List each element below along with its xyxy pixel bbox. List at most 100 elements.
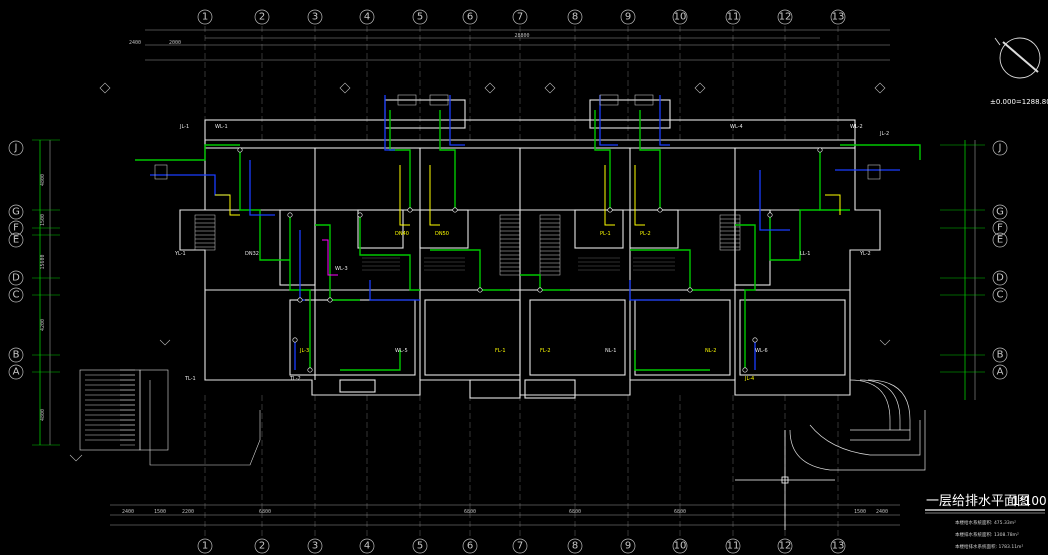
axis-label-left: A: [13, 367, 20, 378]
pipe-tag-label: DN32: [245, 251, 259, 257]
axis-label-left: D: [12, 273, 20, 284]
axis-label-bottom: 10: [674, 541, 687, 552]
note-2: 本楼排水系统面积: 1308.78m²: [955, 531, 1019, 538]
axis-label-right: C: [997, 290, 1004, 301]
axis-label-top: 13: [832, 12, 845, 23]
fixture-symbols: [69, 82, 891, 462]
axis-bubble-icon: [992, 220, 1008, 236]
north-arrow-icon: [994, 37, 1041, 79]
dim-bottom-5: 6800: [464, 509, 476, 515]
pipe-tag-label: JL-1: [179, 124, 189, 130]
dim-bottom-6: 6800: [569, 509, 581, 515]
axis-label-right: G: [996, 207, 1004, 218]
note-1: 本楼给水系统面积: 475.33m²: [955, 519, 1016, 526]
axis-bubble-icon: [8, 347, 24, 363]
axis-bubble-icon: [8, 364, 24, 380]
axis-bubble-icon: [8, 204, 24, 220]
axis-bubble-icon: [8, 287, 24, 303]
stair-icon: [85, 214, 741, 446]
axis-bubble-icon: [830, 9, 846, 25]
axis-label-top: 12: [779, 12, 792, 23]
pipe-tag-label: PL-2: [640, 231, 651, 237]
axis-bubble-icon: [777, 538, 793, 554]
top-dimension-text: 2400 2000 28800: [129, 33, 530, 46]
dim-top-2: 2000: [169, 40, 181, 46]
pipe-tag-label: NL-1: [605, 348, 616, 354]
dim-left-5: 4800: [40, 409, 46, 421]
note-3: 本楼给排水系统面积: 1783.11m²: [955, 543, 1023, 550]
axis-label-left: C: [13, 290, 20, 301]
axis-label-bottom: 1: [202, 541, 208, 552]
axis-bubble-icon: [725, 9, 741, 25]
axis-label-right: A: [997, 367, 1004, 378]
drainage-pipes: [150, 95, 900, 370]
dim-bottom-7: 6800: [674, 509, 686, 515]
axis-label-bottom: 12: [779, 541, 792, 552]
pipe-riser-markers: [237, 147, 823, 373]
axis-bubble-icon: [8, 220, 24, 236]
dim-bottom-8: 1500: [854, 509, 866, 515]
building-walls: [179, 99, 881, 399]
pipe-tag-label: WL-4: [730, 124, 743, 130]
wall-hatch: [362, 257, 675, 271]
dim-bottom-2: 1500: [154, 509, 166, 515]
dim-left-3: 15600: [40, 254, 46, 269]
axis-bubble-icon: [672, 538, 688, 554]
left-stair-block: [79, 369, 261, 466]
axis-bubble-icon: [462, 538, 478, 554]
pipe-tag-label: WL-1: [215, 124, 228, 130]
axis-label-top: 8: [572, 12, 578, 23]
axis-label-bottom: 3: [312, 541, 318, 552]
drawing-title: 一层给排水平面图: [926, 494, 1030, 509]
top-dimension-lines: [145, 29, 890, 61]
pipe-tag-label: JL-4: [744, 376, 754, 382]
axis-bubble-icon: [992, 364, 1008, 380]
water-supply-pipes: [135, 110, 921, 371]
axis-label-right: J: [998, 143, 1002, 154]
axis-bubble-icon: [830, 538, 846, 554]
dim-bottom-1: 2400: [122, 509, 134, 515]
axis-label-top: 2: [259, 12, 265, 23]
axis-label-top: 3: [312, 12, 318, 23]
axis-label-bottom: 9: [625, 541, 631, 552]
axis-label-right: F: [997, 223, 1003, 234]
pipe-tag-label: WL-5: [395, 348, 408, 354]
axis-bubble-icon: [8, 140, 24, 156]
hot-water-pipes: [215, 165, 841, 226]
axis-bubble-icon: [359, 538, 375, 554]
pipe-tag-label: JL-2: [879, 131, 889, 137]
axis-label-top: 10: [674, 12, 687, 23]
axis-bubble-icon: [197, 9, 213, 25]
pipe-tag-label: LL-1: [800, 251, 810, 257]
axis-bubble-icon: [567, 9, 583, 25]
axis-bubble-icon: [254, 9, 270, 25]
elevation-label: ±0.000=1288.80: [990, 98, 1048, 106]
axis-label-top: 7: [517, 12, 523, 23]
axis-label-bottom: 6: [467, 541, 473, 552]
axis-bubble-icon: [777, 9, 793, 25]
axis-bubble-icon: [992, 140, 1008, 156]
axis-label-left: G: [12, 207, 20, 218]
axis-bubble-icon: [567, 538, 583, 554]
pipe-tag-label: FL-2: [540, 348, 551, 354]
axis-label-bottom: 5: [417, 541, 423, 552]
dim-bottom-4: 6800: [259, 509, 271, 515]
axis-bubble-icon: [254, 538, 270, 554]
axis-label-top: 5: [417, 12, 423, 23]
axis-label-top: 1: [202, 12, 208, 23]
axis-bubble-icon: [992, 347, 1008, 363]
dim-top-3: 28800: [514, 33, 529, 39]
crosshair-icon: [735, 430, 835, 530]
pipe-tag-label: YL-2: [859, 251, 871, 257]
pipe-tag-label: TL-2: [289, 376, 301, 382]
pipe-tag-label: DN40: [395, 231, 409, 237]
axis-bubble-icon: [8, 232, 24, 248]
axis-label-bottom: 7: [517, 541, 523, 552]
axis-bubble-icon: [462, 9, 478, 25]
right-dimension-lines: [940, 140, 985, 400]
dim-bottom-3: 2200: [182, 509, 194, 515]
pipe-tag-label: WL-2: [850, 124, 863, 130]
